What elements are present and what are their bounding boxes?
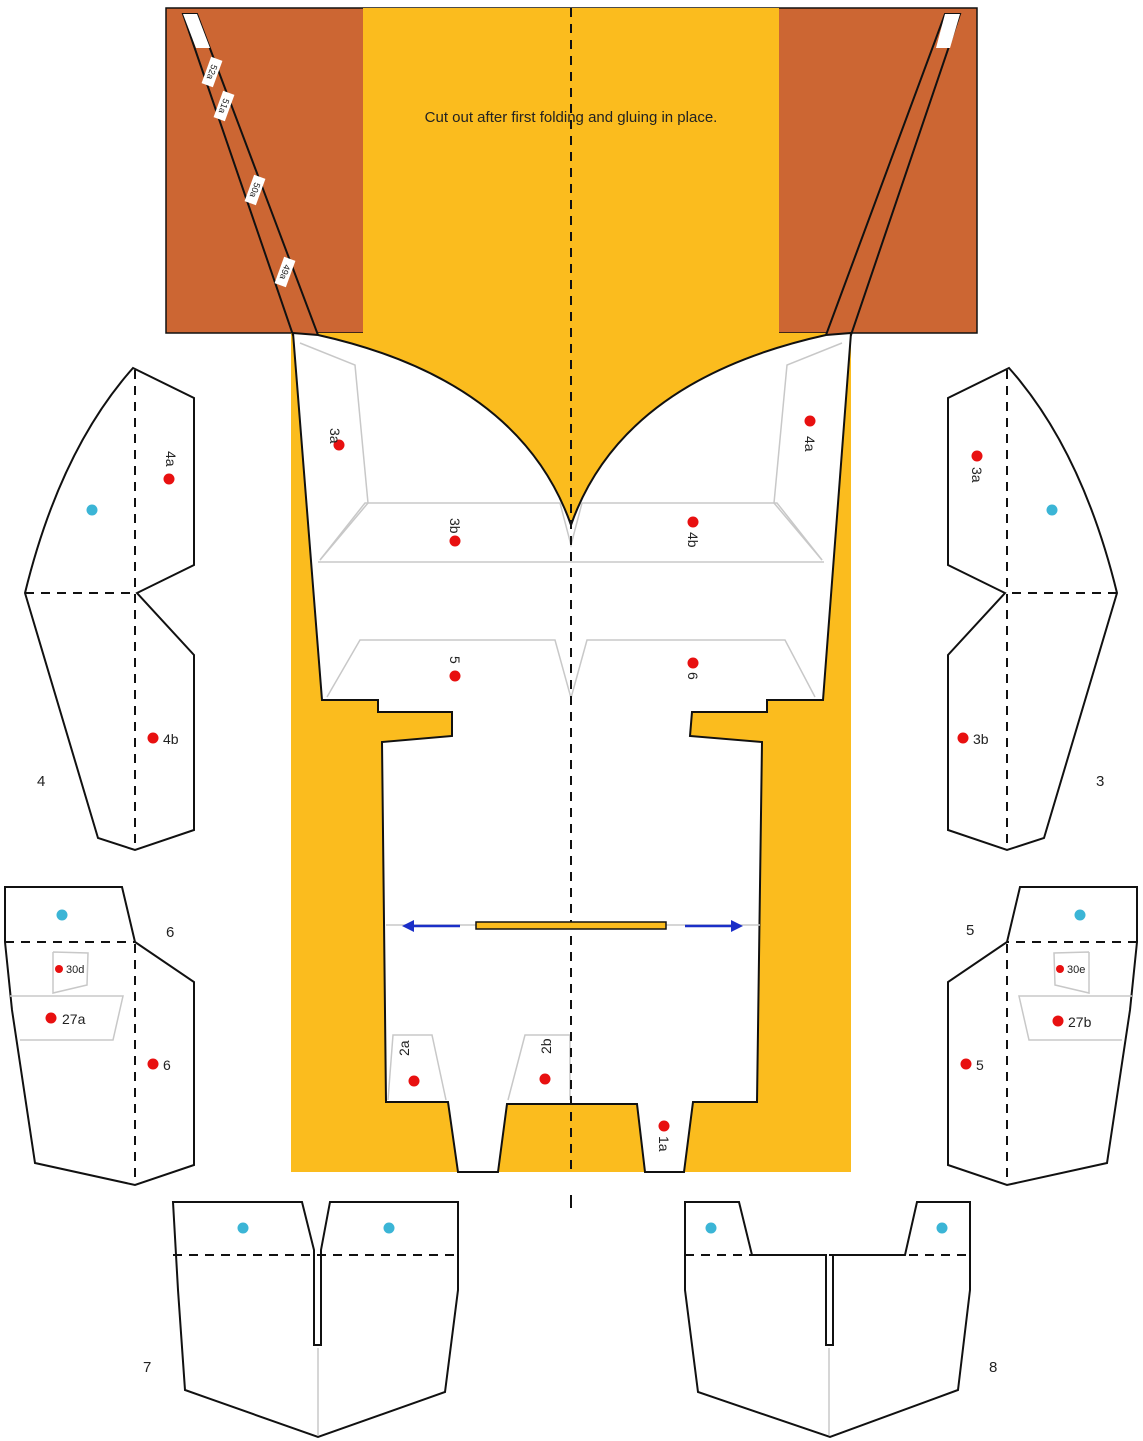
- label-6: 6: [685, 672, 701, 680]
- label-27a: 27a: [62, 1011, 86, 1027]
- slot: [475, 921, 667, 930]
- piece-number-6: 6: [166, 924, 174, 941]
- label-30d: 30d: [66, 964, 84, 976]
- instruction-text: Cut out after first folding and gluing i…: [425, 109, 718, 126]
- label-1a: 1a: [656, 1136, 672, 1152]
- label-4b: 4b: [163, 731, 179, 747]
- label-2b: 2b: [538, 1038, 554, 1054]
- piece-5: 30e 27b 5 5: [947, 886, 1138, 1187]
- piece-number-3: 3: [1096, 773, 1104, 790]
- strip-label: 52a: [205, 63, 220, 81]
- strip-label: 51a: [217, 97, 232, 115]
- label-6: 6: [163, 1057, 171, 1073]
- label-30e: 30e: [1067, 964, 1085, 976]
- piece-6: 30d 27a 6 6: [4, 886, 195, 1187]
- piece-7: 7: [143, 1201, 459, 1439]
- piece-number-7: 7: [143, 1359, 151, 1376]
- piece-8: 8: [684, 1201, 997, 1439]
- piece-number-8: 8: [989, 1359, 997, 1376]
- label-4a: 4a: [802, 436, 818, 452]
- arrow-left: [402, 920, 460, 932]
- arrow-right: [685, 920, 743, 932]
- piece-4: 4a 4b 4: [23, 366, 195, 852]
- label-27b: 27b: [1068, 1014, 1092, 1030]
- label-2a: 2a: [396, 1040, 412, 1056]
- strip-label: 50a: [248, 181, 263, 199]
- label-5: 5: [447, 656, 463, 664]
- label-3a: 3a: [969, 467, 985, 483]
- label-3b: 3b: [973, 731, 989, 747]
- piece-number-5: 5: [966, 922, 974, 939]
- label-3b: 3b: [447, 518, 463, 534]
- strip-label: 49a: [278, 263, 293, 281]
- piece-3: 3a 3b 3: [947, 366, 1119, 852]
- label-4a: 4a: [163, 451, 179, 467]
- piece-number-4: 4: [37, 773, 45, 790]
- label-5: 5: [976, 1057, 984, 1073]
- label-4b: 4b: [685, 532, 701, 548]
- label-3a: 3a: [327, 428, 343, 444]
